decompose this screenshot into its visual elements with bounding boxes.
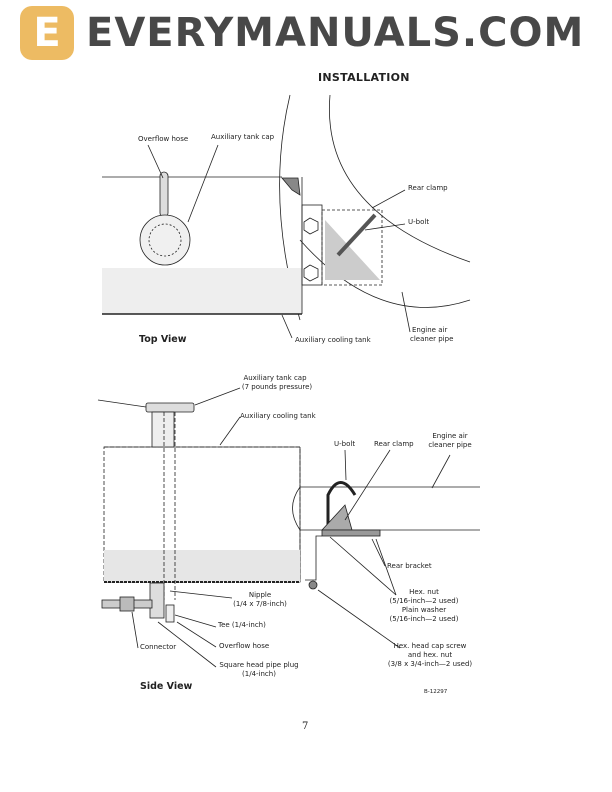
label-connector: Connector — [140, 643, 177, 651]
label-pipe-plug-1: Square head pipe plug — [219, 661, 299, 669]
label-u-bolt-top: U-bolt — [408, 218, 430, 226]
page-number: 7 — [302, 721, 309, 732]
label-tee: Tee (1/4-inch) — [218, 621, 266, 629]
label-washer-2: (5/16-inch—2 used) — [389, 615, 459, 623]
label-aux-tank-cap-side-2: (7 pounds pressure) — [241, 383, 313, 391]
top-view-drawing — [102, 94, 471, 339]
label-aux-tank-cap-top: Auxiliary tank cap — [211, 133, 275, 141]
watermark-logo: E — [20, 6, 74, 60]
label-cap-screw-1: Hex. head cap screw — [393, 642, 467, 650]
label-hex-nut-1: Hex. nut — [409, 588, 439, 596]
label-engine-pipe-side-2: cleaner pipe — [428, 441, 472, 449]
label-hex-nut-2: (5/16-inch—2 used) — [389, 597, 459, 605]
label-nipple-2: (1/4 x 7/8-inch) — [233, 600, 287, 608]
label-washer-1: Plain washer — [401, 606, 447, 614]
label-aux-cooling-tank-top: Auxiliary cooling tank — [295, 336, 371, 344]
label-cap-screw-2: and hex. nut — [407, 651, 453, 659]
label-aux-cooling-tank-side: Auxiliary cooling tank — [240, 412, 316, 420]
label-rear-clamp-side: Rear clamp — [374, 440, 414, 448]
side-view-drawing — [97, 387, 480, 668]
label-pipe-plug-2: (1/4-inch) — [242, 670, 276, 678]
label-u-bolt-side: U-bolt — [334, 440, 356, 448]
page-title: INSTALLATION — [318, 71, 410, 84]
watermark-text: EVERYMANUALS.COM — [86, 10, 585, 56]
label-engine-pipe-side-1: Engine air — [432, 432, 468, 440]
label-rear-bracket: Rear bracket — [387, 562, 432, 570]
label-engine-pipe-top-2: cleaner pipe — [410, 335, 454, 343]
label-overflow-hose-top: Overflow hose — [138, 135, 189, 143]
label-engine-pipe-top-1: Engine air — [412, 326, 448, 334]
top-view-caption: Top View — [139, 334, 187, 345]
side-view-caption: Side View — [140, 681, 193, 692]
label-aux-tank-cap-side-1: Auxiliary tank cap — [243, 374, 307, 382]
figure-number: B-12297 — [424, 689, 448, 695]
watermark: E EVERYMANUALS.COM — [20, 6, 600, 62]
label-cap-screw-3: (3/8 x 3/4-inch—2 used) — [387, 660, 473, 668]
label-rear-clamp-top: Rear clamp — [408, 184, 448, 192]
label-nipple-1: Nipple — [248, 591, 272, 599]
label-overflow-hose-side: Overflow hose — [219, 642, 270, 650]
